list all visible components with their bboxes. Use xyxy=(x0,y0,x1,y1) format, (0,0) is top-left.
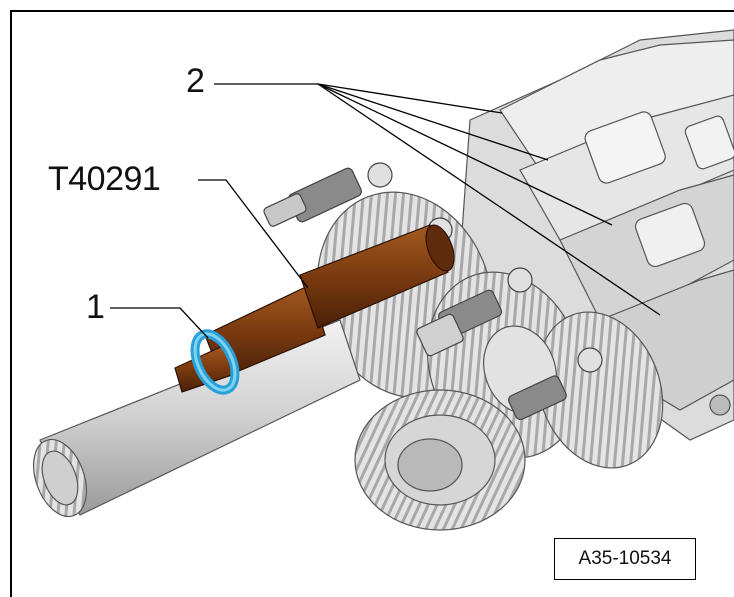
input-shaft xyxy=(33,319,361,518)
leader-line-2d xyxy=(317,83,661,316)
leader-line-tool xyxy=(198,179,309,289)
callout-1-label: 1 xyxy=(86,288,105,326)
leader-line-2b xyxy=(317,83,549,161)
leader-line-2c xyxy=(317,83,613,226)
gearbox-housing xyxy=(459,29,734,441)
leader-lines xyxy=(110,83,661,339)
leader-line-1 xyxy=(110,307,209,339)
callout-tool-label: T40291 xyxy=(48,160,161,198)
leader-line-2a xyxy=(317,83,503,114)
callout-2-label: 2 xyxy=(186,62,205,100)
ring-part-1 xyxy=(190,329,240,395)
reference-code-text: A35-10534 xyxy=(578,548,672,569)
figure-reference-code: A35-10534 xyxy=(554,538,696,580)
